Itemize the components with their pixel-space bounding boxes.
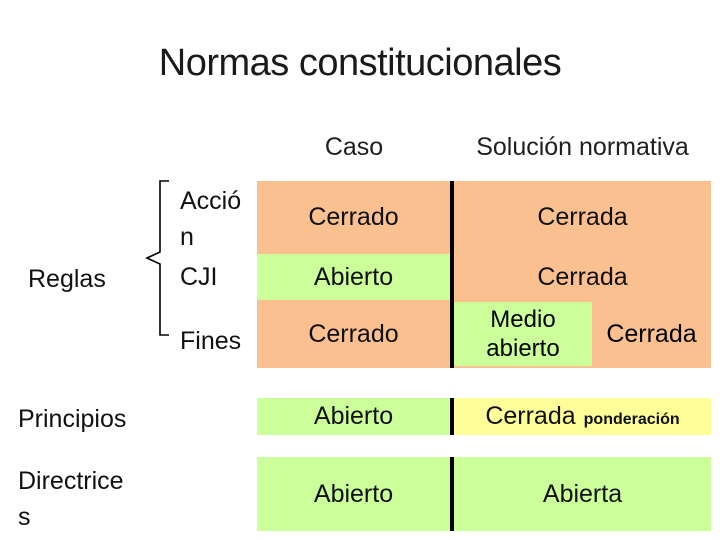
column-header-caso: Caso (324, 132, 384, 161)
left-brace-icon (145, 180, 169, 336)
cell-fines-solucion-cerrada: Cerrada (606, 319, 697, 348)
cell-directrices-solucion: Abierta (454, 457, 711, 531)
cell-fines-solucion: Medio abierto Cerrada (454, 300, 711, 368)
cell-directrices-caso: Abierto (257, 457, 450, 531)
cell-fines-caso: Cerrado (257, 300, 450, 368)
cell-principios-solucion: Cerrada ponderación (454, 398, 711, 435)
cell-accion-caso: Cerrado (257, 181, 450, 254)
column-divider-line-middle (450, 398, 454, 435)
column-header-solucion: Solución normativa (476, 132, 689, 161)
row-label-fines: Fines (180, 327, 242, 355)
row-group-label-reglas: Reglas (28, 265, 106, 293)
row-label-cji: CJI (180, 263, 218, 291)
slide-title: Normas constitucionales (158, 42, 562, 84)
cell-principios-caso: Abierto (257, 398, 450, 435)
column-divider-line-top (450, 181, 454, 368)
cell-cji-solucion: Cerrada (454, 254, 711, 300)
cell-fines-solucion-medio-abierto: Medio abierto (454, 302, 592, 366)
row-label-principios: Principios (18, 405, 127, 433)
row-label-accion: Acció n (180, 187, 242, 251)
cell-cji-caso: Abierto (257, 254, 450, 300)
column-divider-line-bottom (450, 457, 454, 531)
cell-accion-solucion: Cerrada (454, 181, 711, 254)
cell-principios-solucion-main: Cerrada (485, 402, 576, 430)
cell-principios-solucion-note: ponderación (583, 410, 680, 428)
row-label-directrices: Directrice s (18, 467, 124, 531)
